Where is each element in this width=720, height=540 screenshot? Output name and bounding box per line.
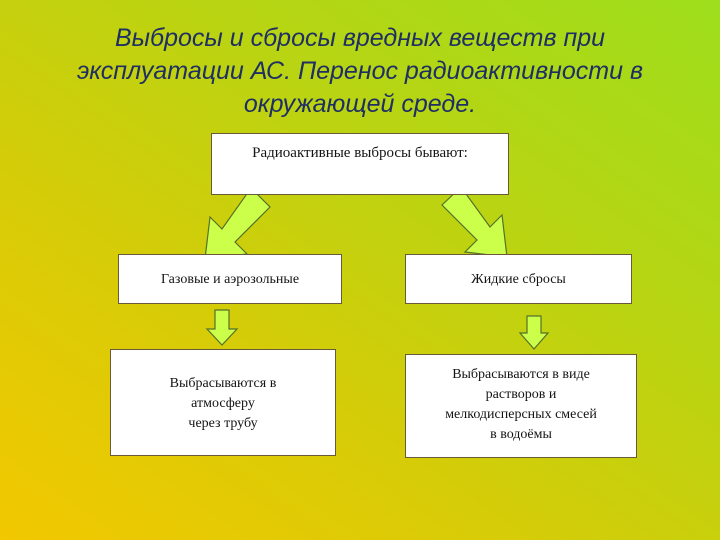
water-release-box: Выбрасываются в виде растворов и мелкоди… bbox=[405, 354, 637, 458]
atmosphere-line-3: через трубу bbox=[188, 416, 258, 431]
water-line-2: растворов и bbox=[485, 387, 557, 402]
atmosphere-line-2: атмосферу bbox=[191, 396, 255, 411]
title-line-3: окружающей среде. bbox=[243, 90, 477, 118]
root-box: Радиоактивные выбросы бывают: bbox=[211, 133, 509, 195]
liquid-discharge-box: Жидкие сбросы bbox=[405, 254, 632, 304]
water-line-3: мелкодисперсных смесей bbox=[445, 407, 597, 422]
arrow-down-left-icon bbox=[204, 187, 271, 260]
slide-title: Выбросы и сбросы вредных веществ при экс… bbox=[40, 22, 680, 121]
gas-aerosol-box: Газовые и аэрозольные bbox=[118, 254, 342, 304]
atmosphere-line-1: Выбрасываются в bbox=[169, 376, 277, 391]
water-line-4: в водоёмы bbox=[490, 427, 552, 442]
arrow-down-right-icon bbox=[441, 186, 508, 258]
atmosphere-release-box: Выбрасываются в атмосферу через трубу bbox=[110, 349, 336, 456]
liquid-discharge-label: Жидкие сбросы bbox=[471, 272, 566, 287]
arrow-down-right-small-icon bbox=[518, 315, 550, 350]
title-line-2: эксплуатации АС. Перенос радиоактивности… bbox=[76, 57, 644, 85]
title-line-1: Выбросы и сбросы вредных веществ при bbox=[114, 24, 606, 52]
root-label: Радиоактивные выбросы бывают: bbox=[252, 145, 468, 161]
arrow-down-left-small-icon bbox=[205, 309, 239, 346]
gas-aerosol-label: Газовые и аэрозольные bbox=[160, 272, 300, 287]
water-line-1: Выбрасываются в виде bbox=[452, 367, 590, 382]
